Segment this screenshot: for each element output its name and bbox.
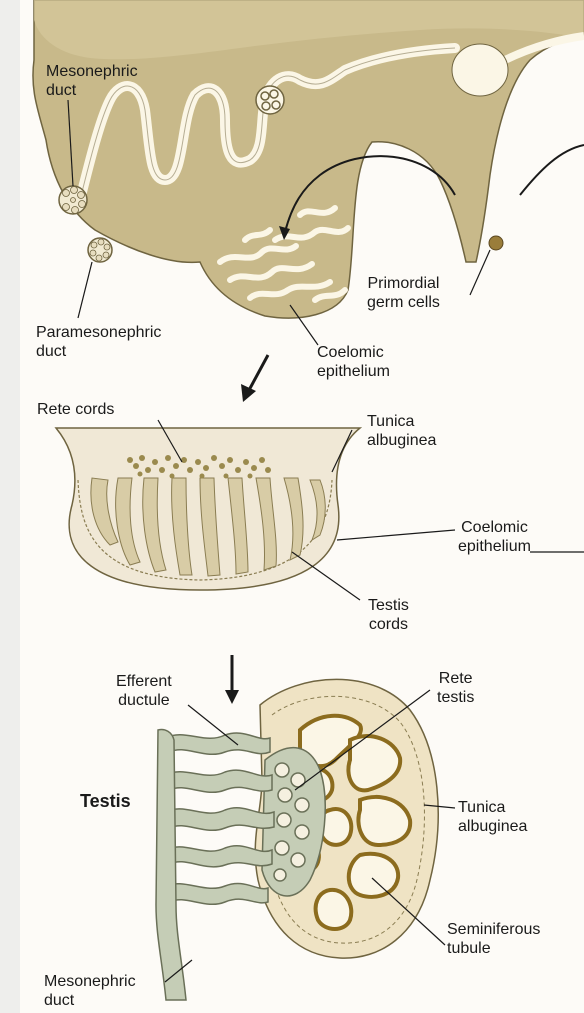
label-line: Testis	[80, 792, 131, 811]
label-line: epithelium	[458, 537, 531, 556]
label-coelomic-epithelium-mid: Coelomic epithelium	[458, 518, 531, 556]
label-line: Tunica	[367, 412, 436, 431]
label-line: cords	[368, 615, 409, 634]
label-line: albuginea	[367, 431, 436, 450]
label-line: Tunica	[458, 798, 527, 817]
label-line: Coelomic	[317, 343, 390, 362]
label-line: albuginea	[458, 817, 527, 836]
mesonephric-duct-bottom-shape	[156, 729, 186, 1000]
label-line: Testis	[368, 596, 409, 615]
label-tunica-albuginea-mid: Tunica albuginea	[367, 412, 436, 450]
germ-cell-migration-arrow-right	[520, 145, 584, 195]
glomerular-capsule	[452, 44, 508, 96]
label-testis: Testis	[80, 792, 131, 811]
glomerulus	[256, 86, 284, 114]
label-line: Paramesonephric	[36, 323, 161, 342]
label-line: Rete	[437, 669, 474, 688]
primordial-germ-cell-cluster	[489, 236, 503, 250]
label-mesonephric-duct-bottom: Mesonephric duct	[44, 972, 136, 1010]
down-arrow-2	[225, 655, 239, 704]
label-line: germ cells	[367, 293, 440, 312]
label-line: epithelium	[317, 362, 390, 381]
label-coelomic-epithelium-top: Coelomic epithelium	[317, 343, 390, 381]
label-line: Seminiferous	[447, 920, 540, 939]
label-rete-testis: Rete testis	[437, 669, 474, 707]
label-line: duct	[36, 342, 161, 361]
label-line: ductule	[116, 691, 172, 710]
label-line: duct	[44, 991, 136, 1010]
label-testis-cords: Testis cords	[368, 596, 409, 634]
paramesonephric-duct-section	[88, 238, 112, 262]
page-margin	[0, 0, 20, 1013]
label-line: tubule	[447, 939, 540, 958]
stage-2-testis-cords	[56, 420, 584, 600]
label-line: Mesonephric	[44, 972, 136, 991]
stage-1-indifferent-gonad	[33, 0, 584, 345]
label-efferent-ductule: Efferent ductule	[116, 672, 172, 710]
label-line: testis	[437, 688, 474, 707]
label-line: Coelomic	[458, 518, 531, 537]
label-primordial-germ-cells: Primordial germ cells	[367, 274, 440, 312]
down-arrow-1	[241, 355, 268, 402]
label-line: Primordial	[367, 274, 440, 293]
label-paramesonephric-duct: Paramesonephric duct	[36, 323, 161, 361]
label-seminiferous-tubule: Seminiferous tubule	[447, 920, 540, 958]
label-line: Efferent	[116, 672, 172, 691]
mesonephric-duct-section	[59, 186, 87, 214]
stage-3-testis	[156, 679, 455, 1000]
label-line: duct	[46, 81, 138, 100]
label-tunica-albuginea-bottom: Tunica albuginea	[458, 798, 527, 836]
label-line: Mesonephric	[46, 62, 138, 81]
label-rete-cords: Rete cords	[37, 400, 114, 419]
label-mesonephric-duct-top: Mesonephric duct	[46, 62, 138, 100]
label-line: Rete cords	[37, 400, 114, 419]
